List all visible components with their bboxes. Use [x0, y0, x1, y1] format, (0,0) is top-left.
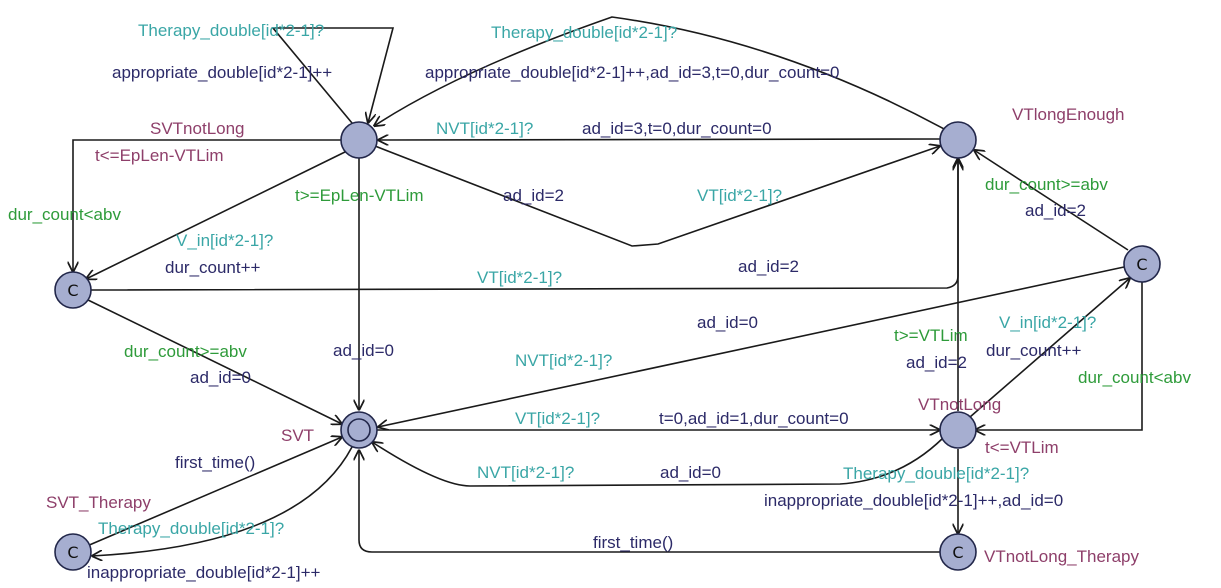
vt-not-long-invariant: t<=VTLim: [985, 438, 1059, 457]
location-top: [340, 121, 378, 159]
vt-not-long-therapy-name: VTnotLong_Therapy: [984, 547, 1139, 566]
vtnl-to-right-c-sync: V_in[id*2-1]?: [999, 313, 1096, 332]
svt-to-vtnl-sync: VT[id*2-1]?: [515, 409, 600, 428]
svt-to-svt-therapy-sync: Therapy_double[id*2-1]?: [98, 519, 284, 538]
vtnl-to-therapy-sync: Therapy_double[id*2-1]?: [843, 464, 1029, 483]
long-to-top-sync: Therapy_double[id*2-1]?: [491, 23, 677, 42]
left-c-to-long-sync: VT[id*2-1]?: [477, 268, 562, 287]
left-c-loop-guard: dur_count<abv: [8, 205, 121, 224]
right-c-to-long-update: ad_id=2: [1025, 201, 1086, 220]
svt-not-long-invariant: t<=EpLen-VTLim: [95, 146, 224, 165]
vt-not-long-name: VTnotLong: [918, 395, 1001, 414]
vtnl-to-long-update: ad_id=2: [906, 353, 967, 372]
edge-long-to-top-nvt: [378, 139, 941, 140]
vt-therapy-to-svt-update: first_time(): [593, 533, 673, 552]
vtnl-to-svt-sync: NVT[id*2-1]?: [477, 463, 574, 482]
edge-vtnl-to-svt: [372, 437, 944, 487]
location-svt-initial-ring: [347, 418, 371, 442]
top-to-long-vt-update: ad_id=2: [503, 186, 564, 205]
left-c-to-svt-guard: dur_count>=abv: [124, 342, 247, 361]
committed-mark-right: C: [1136, 255, 1147, 274]
location-vt-not-long: [939, 411, 977, 449]
edge-right-c-to-long: [974, 150, 1129, 251]
location-vt-not-long-therapy: [939, 533, 977, 571]
vtnl-to-long-guard: t>=VTLim: [894, 326, 968, 345]
self-loop-sync: Therapy_double[id*2-1]?: [138, 21, 324, 40]
location-right-committed: [1123, 245, 1161, 283]
edge-vt-therapy-to-svt: [359, 450, 940, 553]
vtnl-to-svt-update: ad_id=0: [660, 463, 721, 482]
svt-therapy-name: SVT_Therapy: [46, 493, 151, 512]
edge-self-loop: [271, 27, 395, 123]
svt-to-vtnl-update: t=0,ad_id=1,dur_count=0: [659, 409, 849, 428]
top-to-svt-guard: t>=EpLen-VTLim: [295, 186, 424, 205]
svt-not-long-name: SVTnotLong: [150, 119, 245, 138]
right-c-to-long-guard: dur_count>=abv: [985, 175, 1108, 194]
location-left-committed: [54, 271, 92, 309]
edge-left-c-loop: [73, 139, 342, 272]
edge-svt-to-svt-therapy: [92, 446, 353, 556]
edge-svt-therapy-to-svt: [86, 437, 342, 547]
committed-mark-vt-therapy: C: [952, 543, 963, 562]
right-c-loop-guard: dur_count<abv: [1078, 368, 1191, 387]
edge-top-to-left-c: [86, 150, 348, 279]
right-c-to-svt-sync: NVT[id*2-1]?: [515, 351, 612, 370]
committed-mark-left: C: [67, 281, 78, 300]
long-to-top-update: appropriate_double[id*2-1]++,ad_id=3,t=0…: [425, 63, 839, 82]
location-vt-long-enough: [939, 121, 977, 159]
left-c-to-svt-update: ad_id=0: [190, 368, 251, 387]
edge-vtnl-to-right-c: [969, 278, 1130, 418]
self-loop-update: appropriate_double[id*2-1]++: [112, 63, 332, 82]
edge-right-c-loop: [975, 282, 1143, 430]
vtnl-to-therapy-update: inappropriate_double[id*2-1]++,ad_id=0: [764, 491, 1063, 510]
svt-therapy-to-svt-update: first_time(): [175, 453, 255, 472]
top-to-svt-update: ad_id=0: [333, 341, 394, 360]
long-to-top-nvt-update: ad_id=3,t=0,dur_count=0: [582, 119, 772, 138]
committed-mark-svt-therapy: C: [67, 543, 78, 562]
right-c-to-svt-update: ad_id=0: [697, 313, 758, 332]
vt-long-enough-name: VTlongEnough: [1012, 105, 1124, 124]
edge-long-to-top: [374, 16, 947, 131]
long-to-top-nvt-sync: NVT[id*2-1]?: [436, 119, 533, 138]
top-to-left-c-sync: V_in[id*2-1]?: [176, 231, 273, 250]
edge-left-c-to-svt: [87, 299, 342, 424]
edge-right-c-to-svt: [378, 266, 1125, 427]
vtnl-to-right-c-update: dur_count++: [986, 341, 1082, 360]
top-to-left-c-update: dur_count++: [165, 258, 261, 277]
location-svt-therapy: [54, 533, 92, 571]
edge-top-to-long-vt: [374, 146, 940, 247]
svt-name: SVT: [281, 426, 314, 445]
top-to-long-vt-sync: VT[id*2-1]?: [697, 186, 782, 205]
left-c-to-long-update: ad_id=2: [738, 257, 799, 276]
svt-to-svt-therapy-update: inappropriate_double[id*2-1]++: [87, 563, 321, 582]
